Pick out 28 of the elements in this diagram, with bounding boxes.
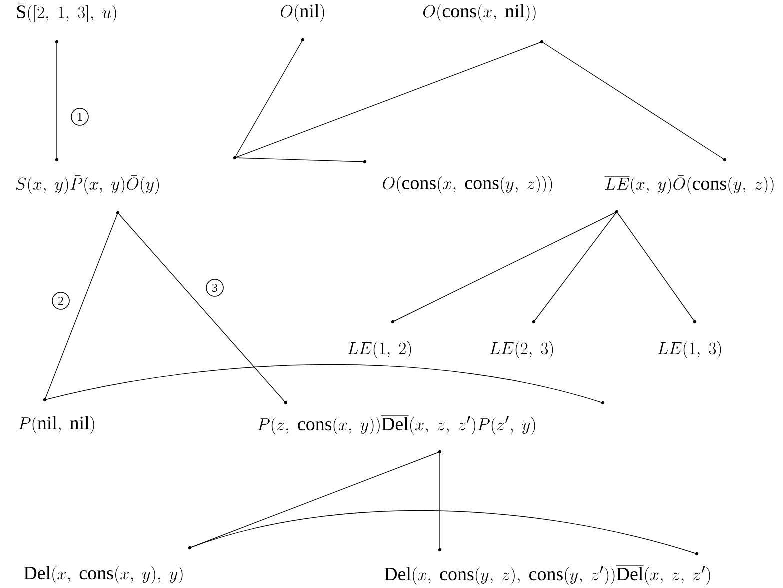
clause-label: $\mathrm{Del}(x,\ \mathrm{cons}(x,\ y),\ y)$ <box>24 566 183 584</box>
clause-label: $\bar{\mathrm{S}}([2,\ 1,\ 3],\ u)$ <box>17 3 116 23</box>
clause-label: $\mathrm{Del}(x,\ \mathrm{cons}(y,\ z),\ \mathrm{cons}(y,\ z'))\overline{\mathrm{Del}}(x,\ z,\ z')$ <box>384 566 710 585</box>
clause-label: $O(\mathrm{cons}(x,\ \mathrm{cons}(y,\ z)))$ <box>383 176 552 194</box>
connector-line <box>616 212 696 322</box>
clause-label: $LE(1,\ 2)$ <box>348 341 412 359</box>
clause-label: $LE(2,\ 3)$ <box>490 341 554 359</box>
connector-line <box>44 364 604 404</box>
clause-label: $LE(1,\ 3)$ <box>658 341 722 359</box>
edge-label: 2 <box>52 292 70 310</box>
connector-line <box>56 42 58 160</box>
connector-line <box>234 42 542 158</box>
clause-label: $\overline{LE}(x,\ y)\bar{O}(\mathrm{cons}(y,\ z))$ <box>604 176 774 194</box>
edge-label: 1 <box>71 108 89 126</box>
connector-line <box>234 40 304 158</box>
edge-label: 3 <box>206 279 224 297</box>
clause-label: $O(\mathrm{cons}(x,\ \mathrm{nil}))$ <box>423 4 536 22</box>
connector-line <box>234 158 366 162</box>
connector-line <box>392 212 618 322</box>
clause-label: $P(z,\ \mathrm{cons}(x,\ y))\overline{\mathrm{Del}}(x,\ z,\ z')\bar{P}(z',\ y)$ <box>258 416 536 435</box>
connector-line <box>190 510 698 554</box>
connector-line <box>44 212 118 400</box>
connector-line <box>118 212 286 404</box>
clause-label: $S(x,\ y)\bar{P}(x,\ y)\bar{O}(y)$ <box>16 176 160 194</box>
connector-line <box>534 212 618 322</box>
clause-label: $P(\mathrm{nil},\ \mathrm{nil})$ <box>18 416 94 434</box>
connector-line <box>542 42 726 160</box>
clause-label: $O(\mathrm{nil})$ <box>281 4 324 22</box>
